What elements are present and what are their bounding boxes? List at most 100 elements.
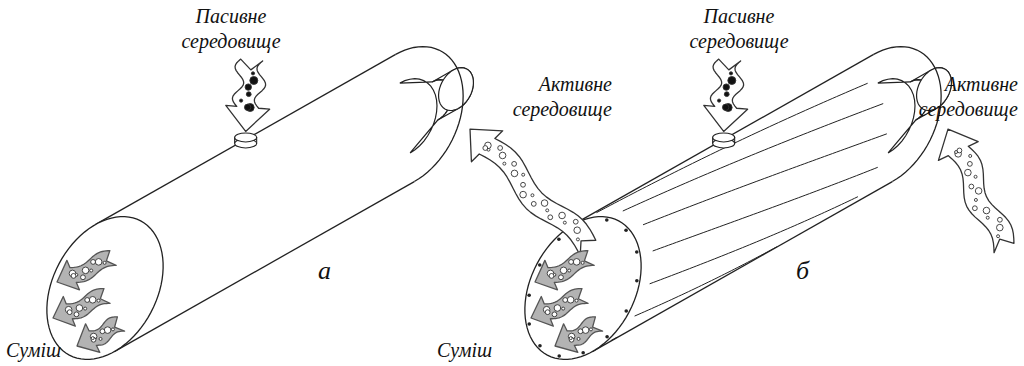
rim-dot: [581, 351, 585, 355]
cylinder-body: [47, 47, 463, 360]
particle-dot: [100, 329, 105, 334]
inlet-label: Активне середовище: [886, 72, 1018, 122]
particle-dot: [573, 219, 578, 224]
particle-dot: [531, 194, 534, 197]
particle-dot: [997, 235, 1000, 238]
particle-dot: [997, 217, 1002, 222]
particle-dot: [90, 269, 93, 272]
particle-dot: [728, 76, 736, 84]
particle-dot: [569, 337, 572, 340]
particle-dot: [559, 275, 564, 280]
rim-dot: [557, 238, 561, 242]
cylinder-edge: [96, 54, 396, 224]
particle-dot: [81, 275, 86, 280]
particle-dot: [239, 99, 242, 102]
particle-dot: [548, 215, 553, 220]
particle-dot: [503, 162, 506, 165]
particle-dot: [499, 152, 506, 159]
inlet-pipe-mouth: [235, 133, 257, 142]
particle-dot: [974, 198, 977, 201]
particle-dot: [71, 273, 76, 278]
cylinder-edge: [574, 54, 874, 224]
particle-dot: [577, 337, 580, 340]
rim-dot: [538, 263, 542, 267]
particle-dot: [522, 173, 525, 176]
particle-dot: [975, 188, 982, 195]
outlet-label: Суміш: [437, 338, 517, 363]
particle-dot: [972, 206, 977, 211]
inlet-label: Активне середовище: [480, 72, 612, 122]
passive-flow-arrow: [704, 59, 748, 131]
outlet-label: Суміш: [6, 338, 86, 363]
particle-dot: [563, 298, 568, 303]
rim-dot: [605, 218, 609, 222]
particle-dot: [955, 151, 958, 154]
particle-dot: [512, 161, 517, 166]
particle-dot: [97, 299, 100, 302]
outlet-face: [47, 217, 163, 360]
mixture-flow-arrow: [531, 289, 588, 327]
particle-dot: [983, 207, 990, 214]
spiral-guide: [611, 337, 617, 341]
particle-dot: [969, 184, 974, 189]
particle-dot: [568, 269, 571, 272]
particle-dot: [582, 327, 589, 334]
rim-dot: [624, 228, 628, 232]
particle-dot: [104, 327, 111, 334]
active-flow-arrow: [470, 129, 596, 256]
particle-dot: [559, 212, 566, 219]
nozzle-mouth: [439, 68, 474, 111]
particle-dot: [589, 328, 592, 331]
particle-dot: [95, 259, 102, 266]
particle-dot: [546, 209, 549, 212]
particle-dot: [562, 307, 565, 310]
particle-dot: [549, 273, 554, 278]
particle-dot: [74, 312, 79, 317]
spiral-guide: [623, 104, 883, 211]
particle-dot: [967, 161, 972, 166]
rim-dot: [624, 309, 628, 313]
particle-dot: [91, 337, 96, 342]
spiral-guide: [650, 197, 858, 284]
particle-dot: [576, 238, 579, 241]
particle-dot: [82, 267, 89, 274]
particle-dot: [581, 261, 584, 264]
particle-dot: [569, 260, 574, 265]
particle-dot: [723, 84, 729, 90]
particle-dot: [251, 72, 254, 75]
spiral-guide: [643, 134, 887, 225]
figure-letter: б: [796, 256, 826, 286]
particle-dot: [567, 296, 574, 303]
particle-dot: [722, 104, 728, 110]
nozzle-pipe: [432, 68, 473, 120]
particle-dot: [554, 305, 561, 312]
particle-dot: [969, 154, 972, 157]
particle-dot: [246, 92, 251, 97]
rim-dot: [557, 354, 561, 358]
inlet-pipe-mouth: [713, 133, 735, 142]
particle-dot: [965, 169, 972, 176]
inlet-label: Пасивне середовище: [176, 4, 286, 54]
mixture-flow-arrow: [53, 289, 110, 327]
figure-letter: а: [318, 256, 348, 286]
rim-dot: [538, 344, 542, 348]
particle-dot: [67, 310, 72, 315]
particle-dot: [578, 329, 583, 334]
inlet-label: Пасивне середовище: [684, 4, 794, 54]
mixture-flow-arrow: [77, 317, 125, 353]
rim-dot: [527, 322, 531, 326]
particle-dot: [84, 307, 87, 310]
mixture-flow-arrow: [57, 251, 116, 290]
particle-dot: [483, 146, 488, 151]
particle-dot: [245, 84, 251, 90]
particle-dot: [717, 99, 720, 102]
particle-dot: [552, 312, 557, 317]
particle-dot: [997, 224, 1004, 231]
particle-dot: [729, 72, 732, 75]
cylinder-back-rim: [396, 47, 463, 182]
particle-dot: [103, 261, 106, 264]
particle-dot: [541, 200, 548, 207]
particle-dot: [99, 337, 102, 340]
